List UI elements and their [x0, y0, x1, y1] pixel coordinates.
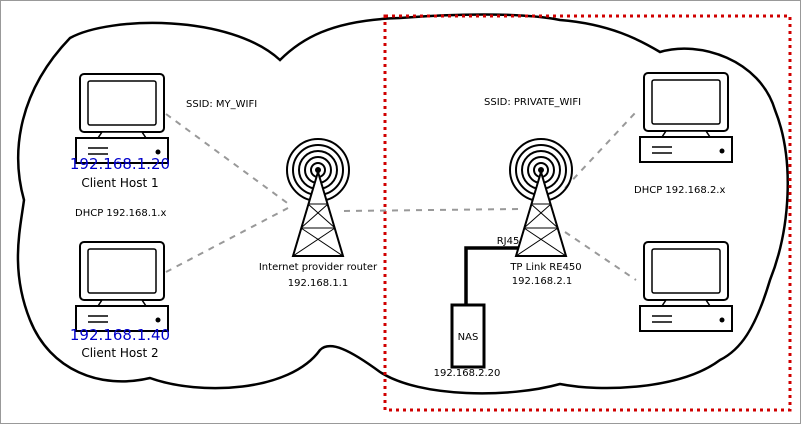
ssid-left-label: SSID: MY_WIFI: [186, 99, 257, 110]
link-repeater-pc-top: [564, 111, 637, 189]
ssid-right-label: SSID: PRIVATE_WIFI: [484, 97, 581, 108]
private-zone-border: [383, 14, 792, 412]
link-host1-router: [165, 113, 291, 206]
computer-icon: [639, 241, 733, 332]
host1-ip: 192.168.1.20: [70, 155, 170, 173]
link-router-repeater: [343, 208, 521, 212]
repeater-name: TP Link RE450: [509, 262, 581, 273]
computer-icon: [639, 72, 733, 163]
dhcp-left-label: DHCP 192.168.1.x: [75, 208, 166, 219]
rj45-label: RJ45: [497, 236, 520, 247]
nas-ip: 192.168.2.20: [434, 368, 501, 379]
wireless-links: [165, 111, 637, 281]
network-cloud: [16, 13, 789, 395]
host1-name: Client Host 1: [81, 176, 158, 190]
repeater-ip: 192.168.2.1: [512, 276, 572, 287]
computer-icon: [75, 73, 169, 164]
link-repeater-pc-bottom: [564, 231, 637, 281]
internet-router-name: Internet provider router: [259, 262, 378, 273]
nas-name: NAS: [458, 332, 479, 343]
computer-icon: [75, 241, 169, 332]
host2-ip: 192.168.1.40: [70, 326, 170, 344]
nas-box-icon: [450, 303, 486, 369]
host2-name: Client Host 2: [81, 346, 158, 360]
internet-router-ip: 192.168.1.1: [288, 278, 348, 289]
dhcp-right-label: DHCP 192.168.2.x: [634, 185, 725, 196]
rj45-cable: [464, 246, 535, 305]
